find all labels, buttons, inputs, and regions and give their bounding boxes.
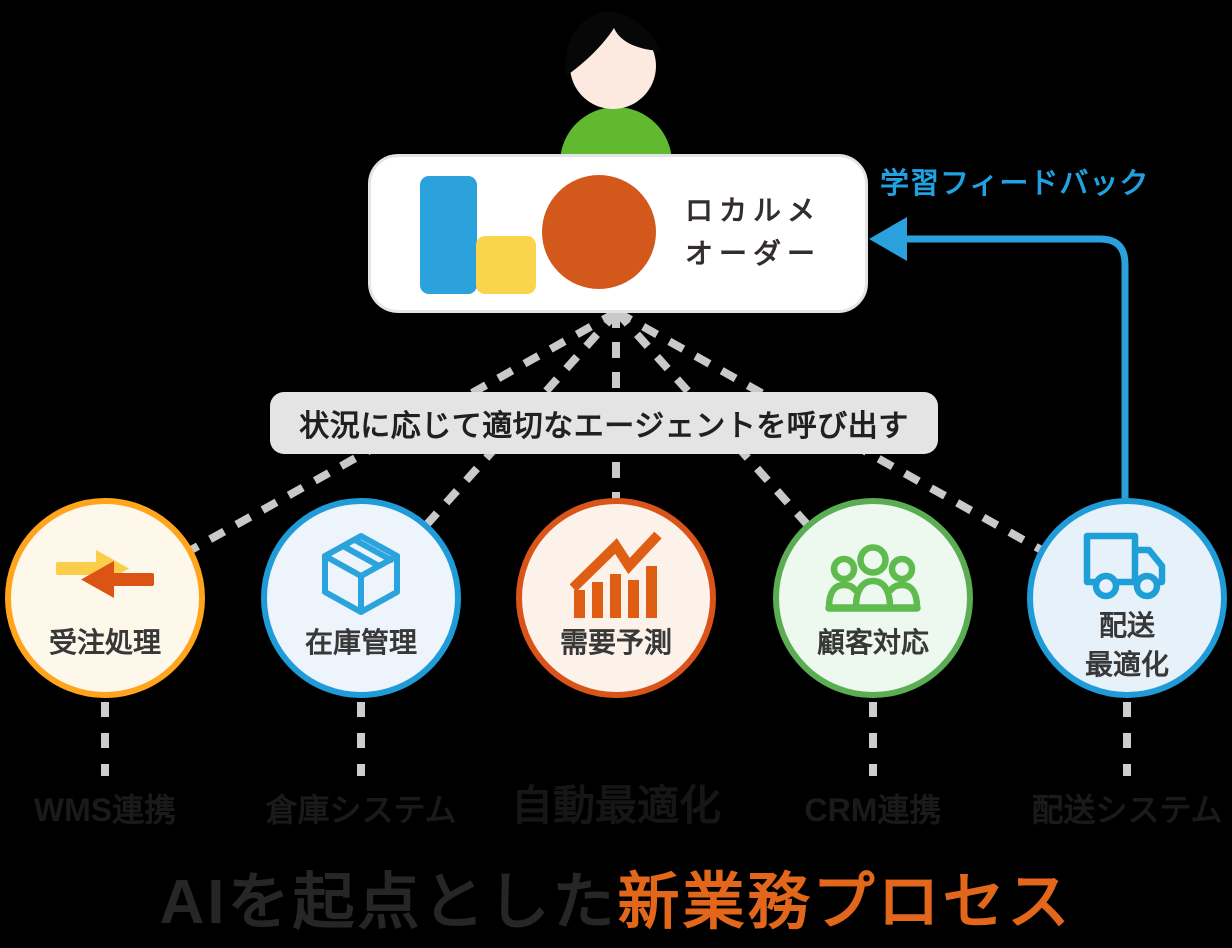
bar-chart-trend-icon [522, 530, 710, 622]
title-highlight: 新業務プロセス [617, 868, 1073, 937]
title-prefix: AIを起点とした [159, 868, 618, 937]
feedback-label: 学習フィードバック [880, 168, 1150, 200]
brand-line2: オーダー [685, 238, 822, 269]
agent-label-line1: 配送 [1098, 610, 1155, 641]
dispatch-banner: 状況に応じて適切なエージェントを呼び出す [270, 392, 938, 454]
agent-to-system-dashed-lines [101, 702, 1131, 776]
logo-orange-dot [542, 175, 656, 289]
agent-circle-order-processing: 受注処理 [5, 498, 205, 698]
agent-circle-inventory: 在庫管理 [261, 498, 461, 698]
delivery-truck-icon [1033, 528, 1221, 606]
agent-circle-customer-support: 顧客対応 [773, 498, 973, 698]
agent-label: 需要予測 [559, 627, 672, 658]
brand-line1: ロカルメ [685, 195, 822, 226]
rocalme-order-card: ロカルメ オーダー [368, 154, 868, 313]
page-title: AIを起点とした新業務プロセス [0, 866, 1232, 940]
logo-yellow-bar [476, 236, 536, 294]
system-label-crm: CRM連携 [804, 792, 942, 828]
agent-label: 在庫管理 [304, 627, 417, 658]
system-label-warehouse: 倉庫システム [265, 792, 457, 828]
package-box-icon [267, 530, 455, 618]
arrows-merge-icon [11, 544, 199, 604]
agent-circle-demand-forecast: 需要予測 [516, 498, 716, 698]
agent-label-line2: 最適化 [1084, 649, 1169, 680]
system-label-delivery: 配送システム [1031, 792, 1223, 828]
system-label-wms: WMS連携 [33, 792, 177, 828]
people-group-icon [779, 544, 967, 616]
logo-blue-bar [420, 176, 477, 294]
agent-label: 顧客対応 [816, 627, 929, 658]
agent-circle-delivery-optimization: 配送 最適化 [1027, 498, 1227, 698]
avatar-hair [565, 11, 661, 76]
arrowhead-left-icon [869, 217, 907, 261]
brand-name: ロカルメ オーダー [685, 189, 821, 275]
system-label-auto-optimization: 自動最適化 [510, 782, 721, 829]
agent-label: 受注処理 [48, 627, 161, 658]
feedback-arrow [869, 217, 1129, 502]
agent-label: 配送 最適化 [1033, 606, 1221, 684]
